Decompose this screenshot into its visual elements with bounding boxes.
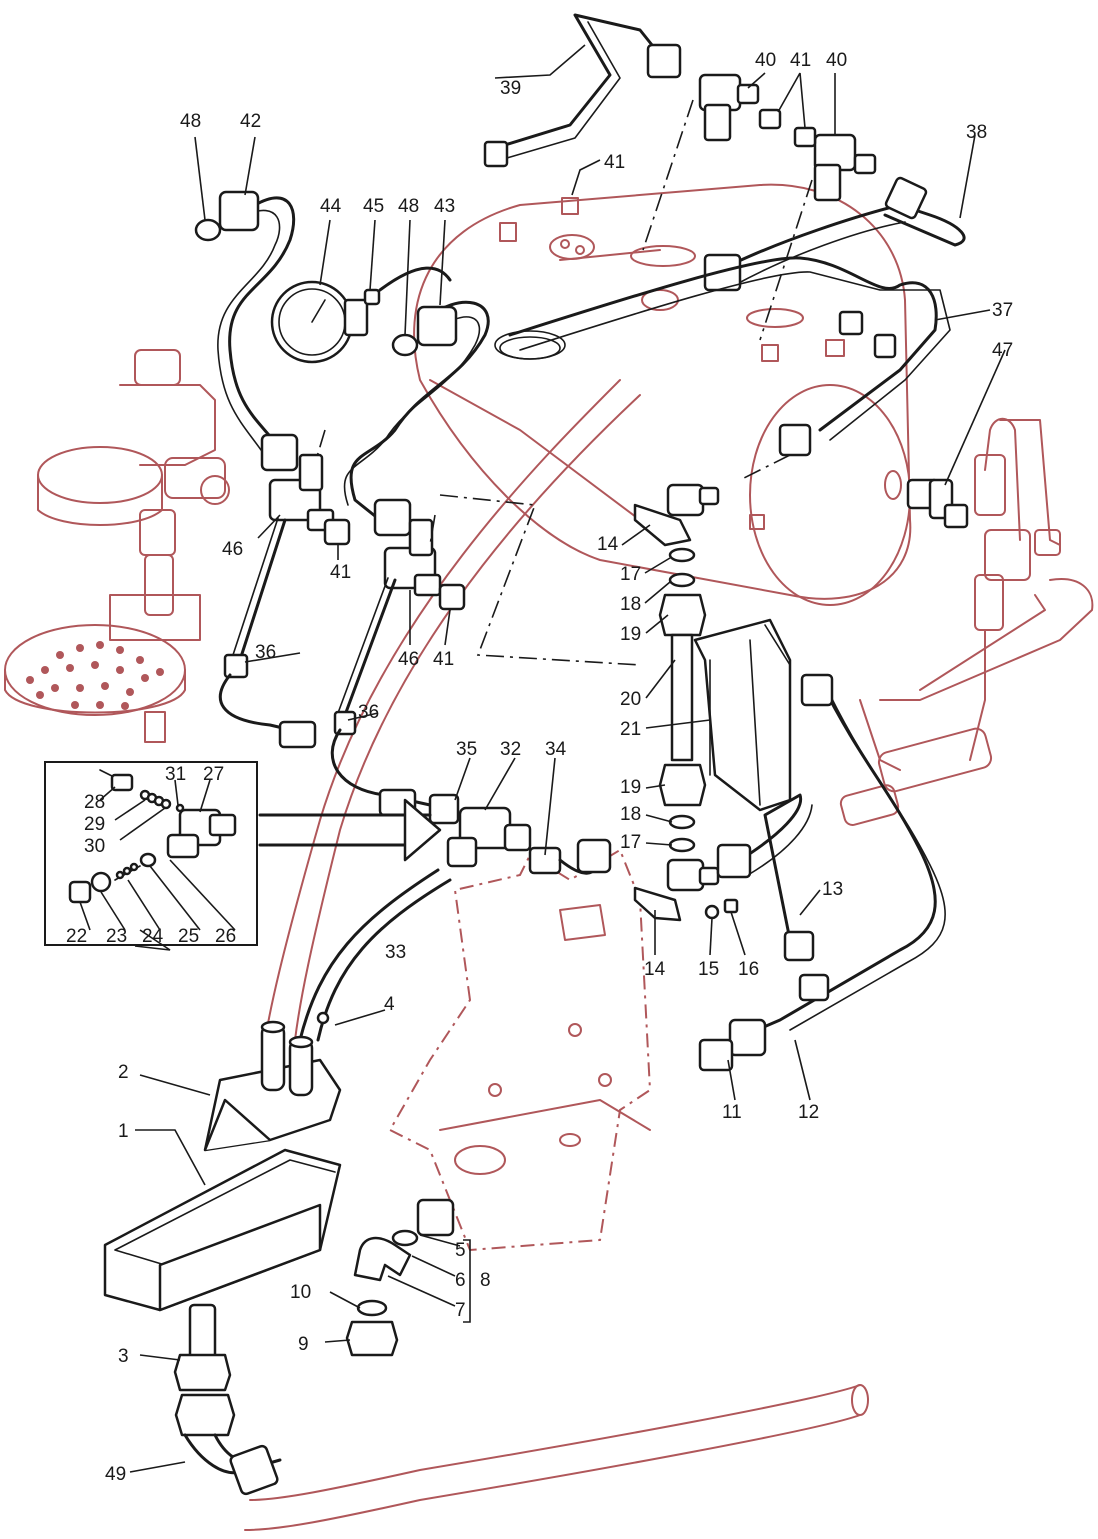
callout-23: 23 xyxy=(106,926,127,947)
boiler-tank xyxy=(413,183,912,606)
black-parts xyxy=(103,13,969,1496)
pipe-12 xyxy=(743,678,937,1037)
callout-9: 9 xyxy=(298,1334,309,1355)
bracket-21 xyxy=(693,618,792,812)
callout-28: 28 xyxy=(84,792,105,813)
fitting-11 xyxy=(698,1018,767,1072)
callout-43: 43 xyxy=(434,196,455,217)
callout-4: 4 xyxy=(384,994,395,1015)
callout-48-left: 48 xyxy=(180,111,201,132)
callout-41-right: 41 xyxy=(433,649,454,670)
tee-fitting-46a xyxy=(260,433,351,546)
callout-22: 22 xyxy=(66,926,87,947)
leader-lines xyxy=(79,44,1006,1361)
callout-1: 1 xyxy=(118,1121,129,1142)
callout-7: 7 xyxy=(455,1300,466,1321)
callout-40-right: 40 xyxy=(826,50,847,71)
callout-19-lower: 19 xyxy=(620,777,641,798)
callout-46-right: 46 xyxy=(398,649,419,670)
callout-11: 11 xyxy=(722,1102,742,1123)
drip-tray-assembly xyxy=(103,1011,342,1437)
callout-46-left: 46 xyxy=(222,539,243,560)
callout-36-upper: 36 xyxy=(255,642,276,663)
callout-48-center: 48 xyxy=(398,196,419,217)
detail-inset-box xyxy=(44,761,442,946)
context-assembly xyxy=(4,183,1094,1531)
shower-screen-holes xyxy=(26,641,164,710)
tee-fitting-40a xyxy=(698,73,782,142)
callout-2: 2 xyxy=(118,1062,129,1083)
callout-31: 31 xyxy=(165,764,186,785)
callout-39: 39 xyxy=(500,78,521,99)
callout-10: 10 xyxy=(290,1282,311,1303)
callout-8: 8 xyxy=(480,1270,491,1291)
check-valve-32 xyxy=(428,793,612,875)
callout-30: 30 xyxy=(84,836,105,857)
callout-41-left: 41 xyxy=(330,562,351,583)
drain-elbow-assembly xyxy=(345,1198,455,1357)
callout-15: 15 xyxy=(698,959,719,980)
pipe-43 xyxy=(349,300,490,522)
callout-41-tank: 41 xyxy=(604,152,625,173)
callout-17-upper: 17 xyxy=(620,564,641,585)
callout-20: 20 xyxy=(620,689,641,710)
steam-hose-red xyxy=(264,379,621,1041)
callout-37: 37 xyxy=(992,300,1013,321)
pipe-39 xyxy=(493,13,662,150)
pipe-13 xyxy=(738,793,803,942)
callout-3: 3 xyxy=(118,1346,129,1367)
callout-34: 34 xyxy=(545,739,567,760)
callout-19-upper: 19 xyxy=(620,624,641,645)
group-head-assembly xyxy=(4,349,230,743)
callout-25: 25 xyxy=(178,926,199,947)
callout-47: 47 xyxy=(992,340,1013,361)
callout-32: 32 xyxy=(500,739,521,760)
callout-49: 49 xyxy=(105,1464,126,1485)
callout-18-upper: 18 xyxy=(620,594,641,615)
callout-21: 21 xyxy=(620,719,641,740)
callout-40-left: 40 xyxy=(755,50,776,71)
callout-labels: 1 2 3 4 5 6 7 8 9 10 11 12 13 14 14 15 1… xyxy=(66,50,1013,1485)
tee-fitting-40b xyxy=(793,126,877,202)
tee-fitting-46b xyxy=(373,498,466,611)
callout-42: 42 xyxy=(240,111,261,132)
callout-13: 13 xyxy=(822,879,843,900)
pressure-gauge-44 xyxy=(270,280,381,364)
valve-detail-parts xyxy=(68,769,237,904)
callout-41-top: 41 xyxy=(790,50,811,71)
callout-44: 44 xyxy=(320,196,342,217)
callout-5: 5 xyxy=(455,1240,466,1261)
callout-45: 45 xyxy=(363,196,384,217)
drain-hose-red xyxy=(249,1384,861,1501)
pipe-42 xyxy=(228,196,296,457)
callout-33: 33 xyxy=(385,942,406,963)
callout-35: 35 xyxy=(456,739,477,760)
callout-29: 29 xyxy=(84,814,105,835)
pipe-37 xyxy=(508,256,938,432)
callout-18-lower: 18 xyxy=(620,804,641,825)
callout-36-lower: 36 xyxy=(358,702,379,723)
callout-6: 6 xyxy=(455,1270,466,1291)
callout-26: 26 xyxy=(215,926,236,947)
callout-16: 16 xyxy=(738,959,759,980)
callout-14-lower: 14 xyxy=(644,959,666,980)
callout-24: 24 xyxy=(142,926,164,947)
steam-valve-assembly xyxy=(839,417,1094,826)
column-upper-fittings xyxy=(633,483,739,922)
hose-33 xyxy=(298,868,440,1042)
callout-14-upper: 14 xyxy=(597,534,619,555)
frame-panel xyxy=(388,848,652,1252)
callout-38: 38 xyxy=(966,122,987,143)
fitting-47 xyxy=(906,478,969,529)
pipe-38 xyxy=(718,203,966,272)
callout-17-lower: 17 xyxy=(620,832,641,853)
callout-27: 27 xyxy=(203,764,224,785)
callout-12: 12 xyxy=(798,1102,819,1123)
